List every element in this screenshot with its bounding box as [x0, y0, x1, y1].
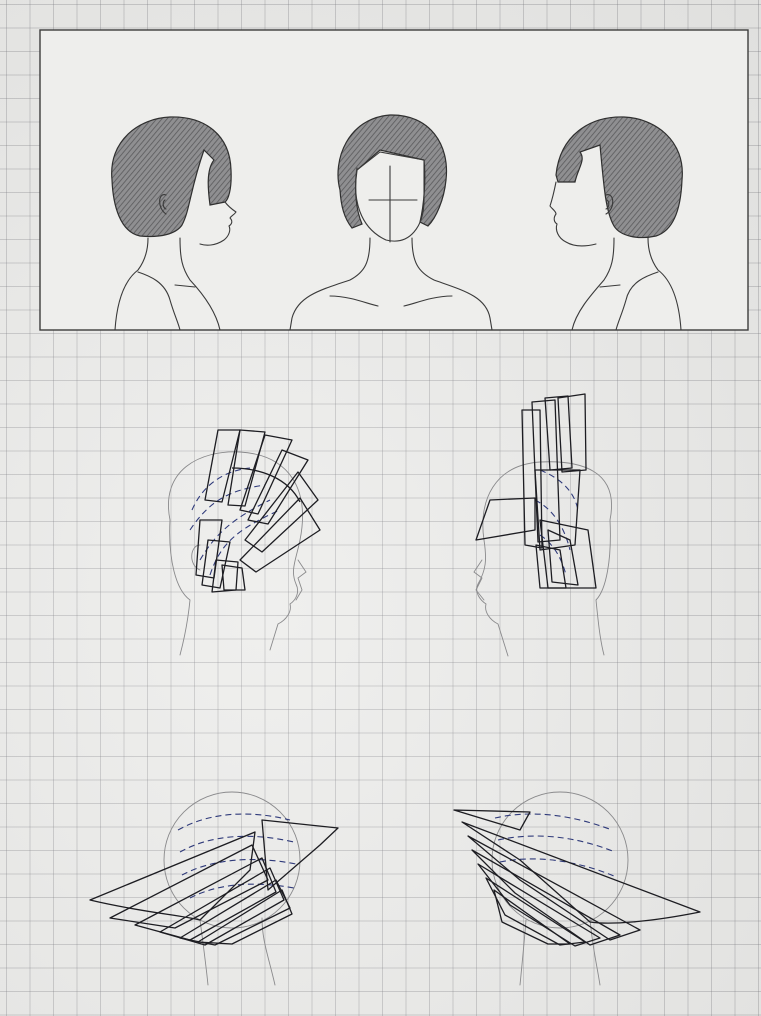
- back-diagram-right: [454, 792, 700, 985]
- elevation-diagram-left: [168, 430, 320, 655]
- back-diagram-left: [90, 792, 338, 985]
- hair-panel-fans: [196, 430, 320, 592]
- finished-look-panel: [40, 30, 748, 330]
- section-arcs-right: [495, 814, 615, 876]
- face-profile-line-right: [474, 560, 484, 600]
- section-parting-lines: [190, 468, 280, 575]
- projection-fans: [90, 820, 338, 945]
- elevation-diagram-right: [474, 394, 612, 656]
- ear-mark: [192, 545, 200, 570]
- hair-panel-fans-right: [476, 394, 596, 588]
